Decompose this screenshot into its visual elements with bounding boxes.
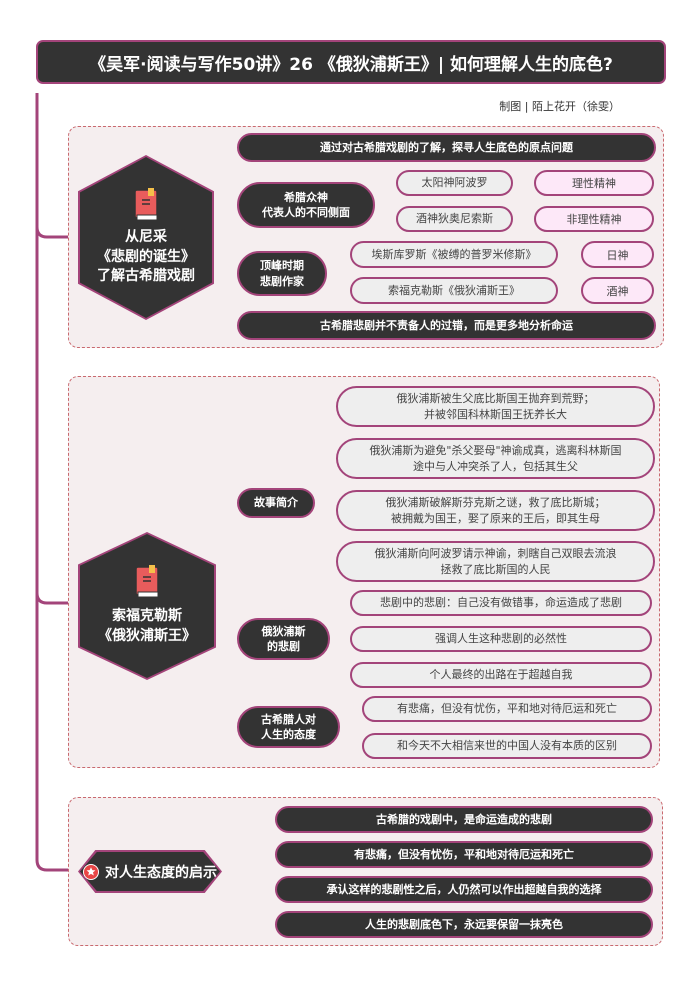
book-icon bbox=[135, 565, 159, 598]
story-node[interactable]: 故事简介 bbox=[237, 488, 315, 518]
book-icon bbox=[134, 188, 158, 221]
credit: 制图 | 陌上花开（徐雯） bbox=[499, 100, 620, 113]
topic-label: 从尼采 《悲剧的诞生》 了解古希腊戏剧 bbox=[97, 229, 195, 285]
author-sophocles-meaning[interactable]: 酒神 bbox=[581, 277, 654, 304]
intro-node[interactable]: 通过对古希腊戏剧的了解，探寻人生底色的原点问题 bbox=[237, 133, 656, 162]
insight-item[interactable]: 古希腊的戏剧中，是命运造成的悲剧 bbox=[275, 806, 653, 833]
god-apollo[interactable]: 太阳神阿波罗 bbox=[396, 170, 513, 196]
insight-item[interactable]: 有悲痛，但没有忧伤，平和地对待厄运和死亡 bbox=[275, 841, 653, 868]
attitude-item[interactable]: 和今天不大相信来世的中国人没有本质的区别 bbox=[362, 733, 652, 759]
topic-node-nietzsche[interactable]: 从尼采 《悲剧的诞生》 了解古希腊戏剧 bbox=[78, 155, 214, 320]
topic-node-oedipus[interactable]: 索福克勒斯 《俄狄浦斯王》 bbox=[78, 532, 216, 680]
story-item[interactable]: 俄狄浦斯被生父底比斯国王抛弃到荒野； 并被邻国科林斯国王抚养长大 bbox=[336, 386, 655, 427]
gods-node[interactable]: 希腊众神 代表人的不同侧面 bbox=[237, 182, 375, 228]
author-aeschylus-meaning[interactable]: 日神 bbox=[581, 241, 654, 268]
god-dionysus[interactable]: 酒神狄奥尼索斯 bbox=[396, 206, 513, 232]
tragedy-item[interactable]: 悲剧中的悲剧：自己没有做错事，命运造成了悲剧 bbox=[350, 590, 652, 616]
god-dionysus-meaning[interactable]: 非理性精神 bbox=[534, 206, 654, 232]
tragedy-item[interactable]: 个人最终的出路在于超越自我 bbox=[350, 662, 652, 688]
conclusion-node[interactable]: 古希腊悲剧并不责备人的过错，而是更多地分析命运 bbox=[237, 311, 656, 340]
story-item[interactable]: 俄狄浦斯破解斯芬克斯之谜，救了底比斯城； 被拥戴为国王，娶了原来的王后，即其生母 bbox=[336, 490, 655, 531]
insight-item[interactable]: 人生的悲剧底色下，永远要保留一抹亮色 bbox=[275, 911, 653, 938]
page-title: 《吴军·阅读与写作50讲》26 《俄狄浦斯王》| 如何理解人生的底色? bbox=[36, 40, 666, 84]
attitude-item[interactable]: 有悲痛，但没有忧伤，平和地对待厄运和死亡 bbox=[362, 696, 652, 722]
topic-label: 对人生态度的启示 bbox=[105, 864, 217, 881]
topic-label: 索福克勒斯 《俄狄浦斯王》 bbox=[98, 608, 196, 644]
insight-item[interactable]: 承认这样的悲剧性之后，人仍然可以作出超越自我的选择 bbox=[275, 876, 653, 903]
god-apollo-meaning[interactable]: 理性精神 bbox=[534, 170, 654, 196]
star-icon bbox=[83, 863, 99, 880]
attitude-node[interactable]: 古希腊人对 人生的态度 bbox=[237, 706, 340, 748]
author-aeschylus[interactable]: 埃斯库罗斯《被缚的普罗米修斯》 bbox=[350, 241, 558, 268]
tragedy-item[interactable]: 强调人生这种悲剧的必然性 bbox=[350, 626, 652, 652]
authors-node[interactable]: 顶峰时期 悲剧作家 bbox=[237, 251, 327, 296]
story-item[interactable]: 俄狄浦斯为避免"杀父娶母"神谕成真，逃离科林斯国 途中与人冲突杀了人，包括其生父 bbox=[336, 438, 655, 479]
topic-node-insights[interactable]: 对人生态度的启示 bbox=[78, 850, 222, 893]
tragedy-node[interactable]: 俄狄浦斯 的悲剧 bbox=[237, 618, 330, 660]
author-sophocles[interactable]: 索福克勒斯《俄狄浦斯王》 bbox=[350, 277, 558, 304]
story-item[interactable]: 俄狄浦斯向阿波罗请示神谕，刺瞎自己双眼去流浪 拯救了底比斯国的人民 bbox=[336, 541, 655, 582]
